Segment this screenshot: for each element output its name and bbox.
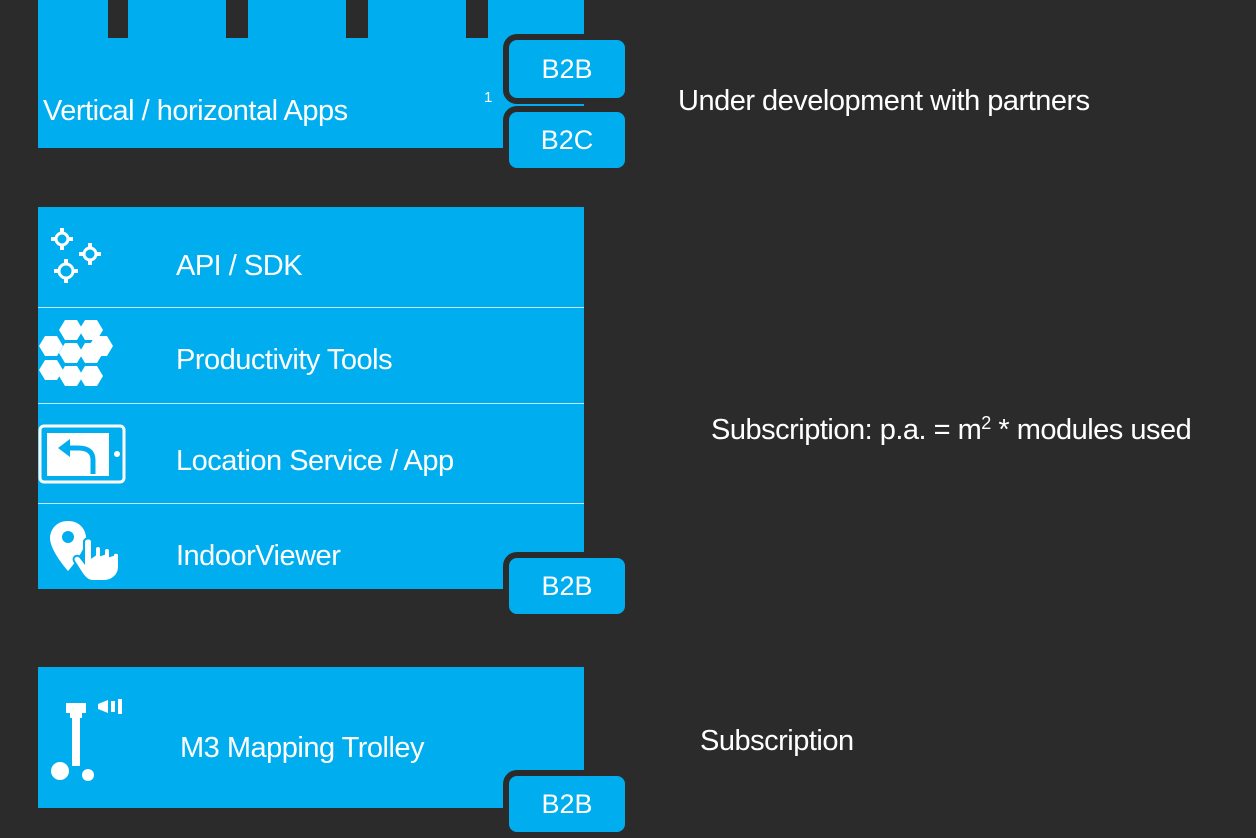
badge-b2c-top: B2C: [503, 106, 631, 174]
description-bottom: Subscription: [700, 725, 854, 757]
hexagons-icon: [39, 320, 113, 386]
pin-hand-icon: [50, 521, 120, 582]
top-block-label: Vertical / horizontal Apps: [43, 95, 348, 127]
footnote-marker: 1: [484, 89, 493, 106]
badge-b2b-bottom: B2B: [503, 770, 631, 838]
description-middle-sup: 2: [981, 413, 991, 433]
description-middle: Subscription: p.a. = m2 * modules used: [711, 413, 1192, 446]
middle-block: [38, 207, 584, 589]
badge-b2b-middle: B2B: [503, 552, 631, 620]
trolley-icon: [51, 699, 122, 781]
trolley-label: M3 Mapping Trolley: [180, 732, 425, 764]
api-sdk-label: API / SDK: [176, 250, 303, 282]
location-service-label: Location Service / App: [176, 445, 454, 477]
divider-2: [38, 403, 584, 404]
tablet-route-icon: [38, 424, 126, 484]
badge-b2b-top: B2B: [503, 34, 631, 104]
top-block-shape: [38, 0, 584, 148]
gears-icon: [51, 228, 101, 283]
indoorviewer-label: IndoorViewer: [176, 540, 341, 572]
description-middle-prefix: Subscription: p.a. = m: [711, 414, 982, 446]
divider-1: [38, 307, 584, 308]
divider-3: [38, 503, 584, 504]
top-block: Vertical / horizontal Apps 1: [0, 0, 640, 180]
description-top: Under development with partners: [678, 85, 1090, 117]
productivity-tools-label: Productivity Tools: [176, 344, 393, 376]
bottom-block: [38, 667, 584, 808]
description-middle-suffix: * modules used: [990, 414, 1192, 446]
